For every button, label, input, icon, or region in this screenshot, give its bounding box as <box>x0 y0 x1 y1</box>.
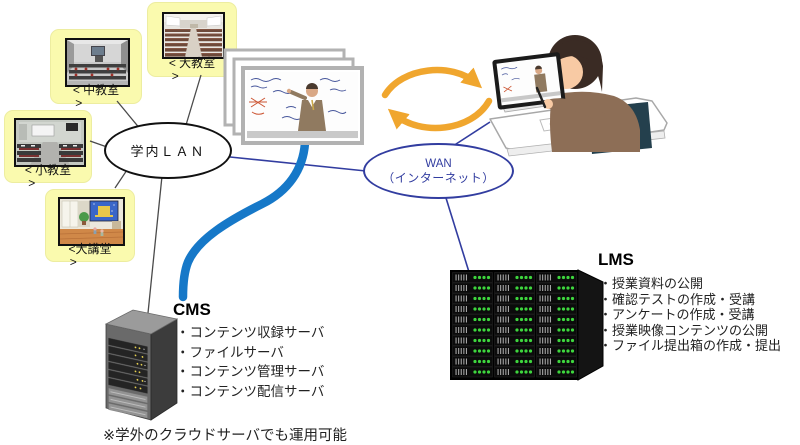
classroom-card-small: < 小教室 > <box>4 110 92 190</box>
lms-rack-2 <box>494 272 535 378</box>
tablet <box>492 52 566 110</box>
cms-cloud-note: ※学外のクラウドサーバでも運用可能 <box>103 428 348 444</box>
sync-arrows-icon <box>381 66 493 132</box>
cms-item: ・コンテンツ管理サーバ <box>176 364 325 379</box>
lms-item: ・ファイル提出箱の作成・提出 <box>599 338 782 353</box>
lms-item: ・アンケートの作成・受講 <box>599 307 755 322</box>
lecturer-figure <box>286 83 326 131</box>
lecture-video-frame <box>223 48 364 145</box>
classroom-card-large: < 大教室 > <box>147 2 237 83</box>
medium-classroom-photo <box>65 38 130 87</box>
lms-item: ・授業資料の公開 <box>599 276 704 291</box>
lms-item: ・授業映像コンテンツの公開 <box>599 322 769 338</box>
lan-label: 学内ＬＡＮ <box>130 144 206 159</box>
classroom-label-medium: < 中教室 > <box>72 83 120 110</box>
classroom-label-large: < 大教室 > <box>168 56 216 83</box>
lan-ellipse: 学内ＬＡＮ <box>104 122 232 179</box>
lms-server-racks-icon <box>450 269 604 381</box>
arm <box>546 98 607 123</box>
lan-edges <box>89 74 202 314</box>
cms-list: ・コンテンツ収録サーバ ・ファイルサーバ ・コンテンツ管理サーバ ・コンテンツ配… <box>176 323 324 401</box>
pen <box>535 86 547 109</box>
edge-lan-large <box>185 74 202 126</box>
whiteboard-diagram <box>249 97 267 115</box>
wan-ellipse: WAN （インターネット） <box>363 143 514 199</box>
student-learner-illustration <box>489 35 668 157</box>
cms-server-icon <box>104 309 179 421</box>
large-classroom-photo <box>162 12 225 59</box>
lms-list: ・授業資料の公開 ・確認テストの作成・受講 ・アンケートの作成・受講 ・授業映像… <box>599 276 781 354</box>
wan-label-line1: WAN <box>425 157 452 170</box>
cms-title: CMS <box>173 300 211 319</box>
classroom-label-hall: <大講堂 > <box>68 242 112 269</box>
lms-rack-3 <box>536 272 577 378</box>
small-classroom-photo <box>14 118 86 167</box>
cms-item: ・ファイルサーバ <box>176 344 284 360</box>
edge-wan-lms <box>445 197 470 273</box>
edge-lecture-cms-thick <box>178 138 310 302</box>
edge-wan-student <box>452 121 491 147</box>
lms-item: ・確認テストの作成・受講 <box>599 291 756 307</box>
edge-lan-cms <box>147 175 163 314</box>
classroom-card-hall: <大講堂 > <box>45 189 135 269</box>
auditorium-photo <box>58 197 125 246</box>
lms-title: LMS <box>598 250 634 269</box>
classroom-card-medium: < 中教室 > <box>50 29 142 110</box>
hair-front <box>548 40 603 92</box>
video-progress-bar <box>247 131 358 138</box>
wan-label-line2: （インターネット） <box>382 170 495 185</box>
cms-item: ・コンテンツ収録サーバ <box>176 325 325 340</box>
classroom-label-small: < 小教室 > <box>24 163 72 190</box>
cms-item: ・コンテンツ配信サーバ <box>176 383 325 399</box>
lms-rack-1 <box>452 272 493 378</box>
